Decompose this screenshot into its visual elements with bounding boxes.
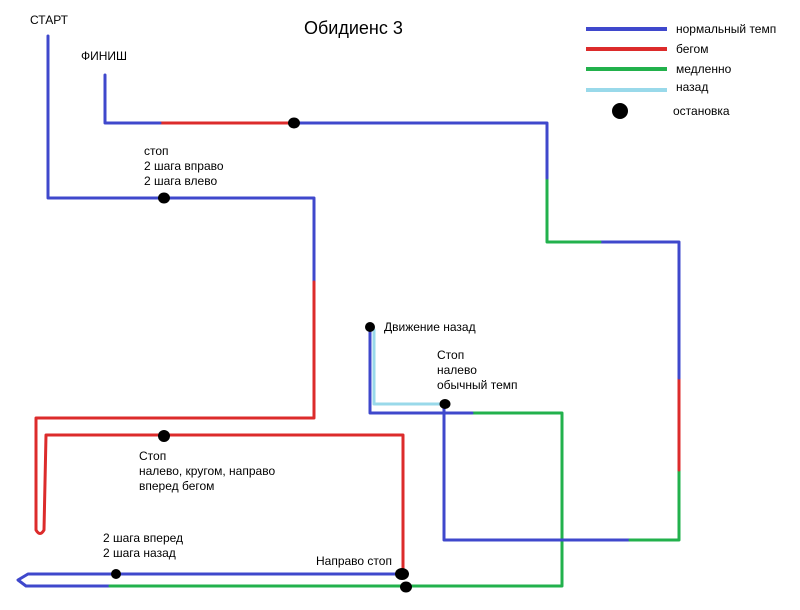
route-normal-segment-right-low	[442, 402, 632, 542]
diagram-title: Обидиенс 3	[304, 18, 403, 38]
legend-label-run: бегом	[676, 42, 709, 56]
route-slow-segment-right-low	[628, 468, 681, 542]
legend-swatch-stop	[612, 103, 628, 119]
route-normal-segment-mid	[368, 325, 474, 415]
route-start-segment	[46, 34, 316, 284]
stop-point-bottom	[400, 581, 412, 593]
stop2-note: Стоп налево, кругом, направо вперед бего…	[139, 449, 276, 493]
finish-label: ФИНИШ	[81, 49, 128, 63]
route-slow-segment-bottom	[108, 411, 564, 588]
route-normal-segment-bottom	[16, 572, 405, 588]
stop1-note: стоп 2 шага вправо 2 шага влево	[144, 144, 224, 188]
route-normal-segment-right	[598, 240, 681, 380]
stop-point-right-stop	[395, 568, 409, 580]
stop-point-backward	[365, 322, 375, 332]
legend-label-normal: нормальный темп	[676, 22, 777, 36]
route-run-segment-1	[34, 280, 405, 576]
start-label: СТАРТ	[30, 13, 68, 27]
stop-point-steps	[111, 569, 121, 579]
stop-point-3	[439, 399, 451, 409]
route-finish-segment	[103, 73, 162, 125]
route-back-segment	[372, 328, 446, 406]
stop-point-2	[158, 430, 170, 442]
legend-label-stop: остановка	[673, 104, 730, 118]
route-slow-segment-upper	[545, 176, 602, 244]
stop3-note: Стоп налево обычный темп	[437, 348, 518, 392]
right-stop-note: Направо стоп	[316, 554, 392, 568]
stop-point-1	[158, 192, 170, 204]
legend-label-back: назад	[676, 80, 709, 94]
legend-label-slow: медленно	[676, 62, 732, 76]
steps-note: 2 шага вперед 2 шага назад	[103, 531, 184, 560]
stop-point-top	[288, 117, 300, 129]
backward-note: Движение назад	[384, 320, 476, 334]
route-normal-segment-top	[292, 121, 549, 180]
